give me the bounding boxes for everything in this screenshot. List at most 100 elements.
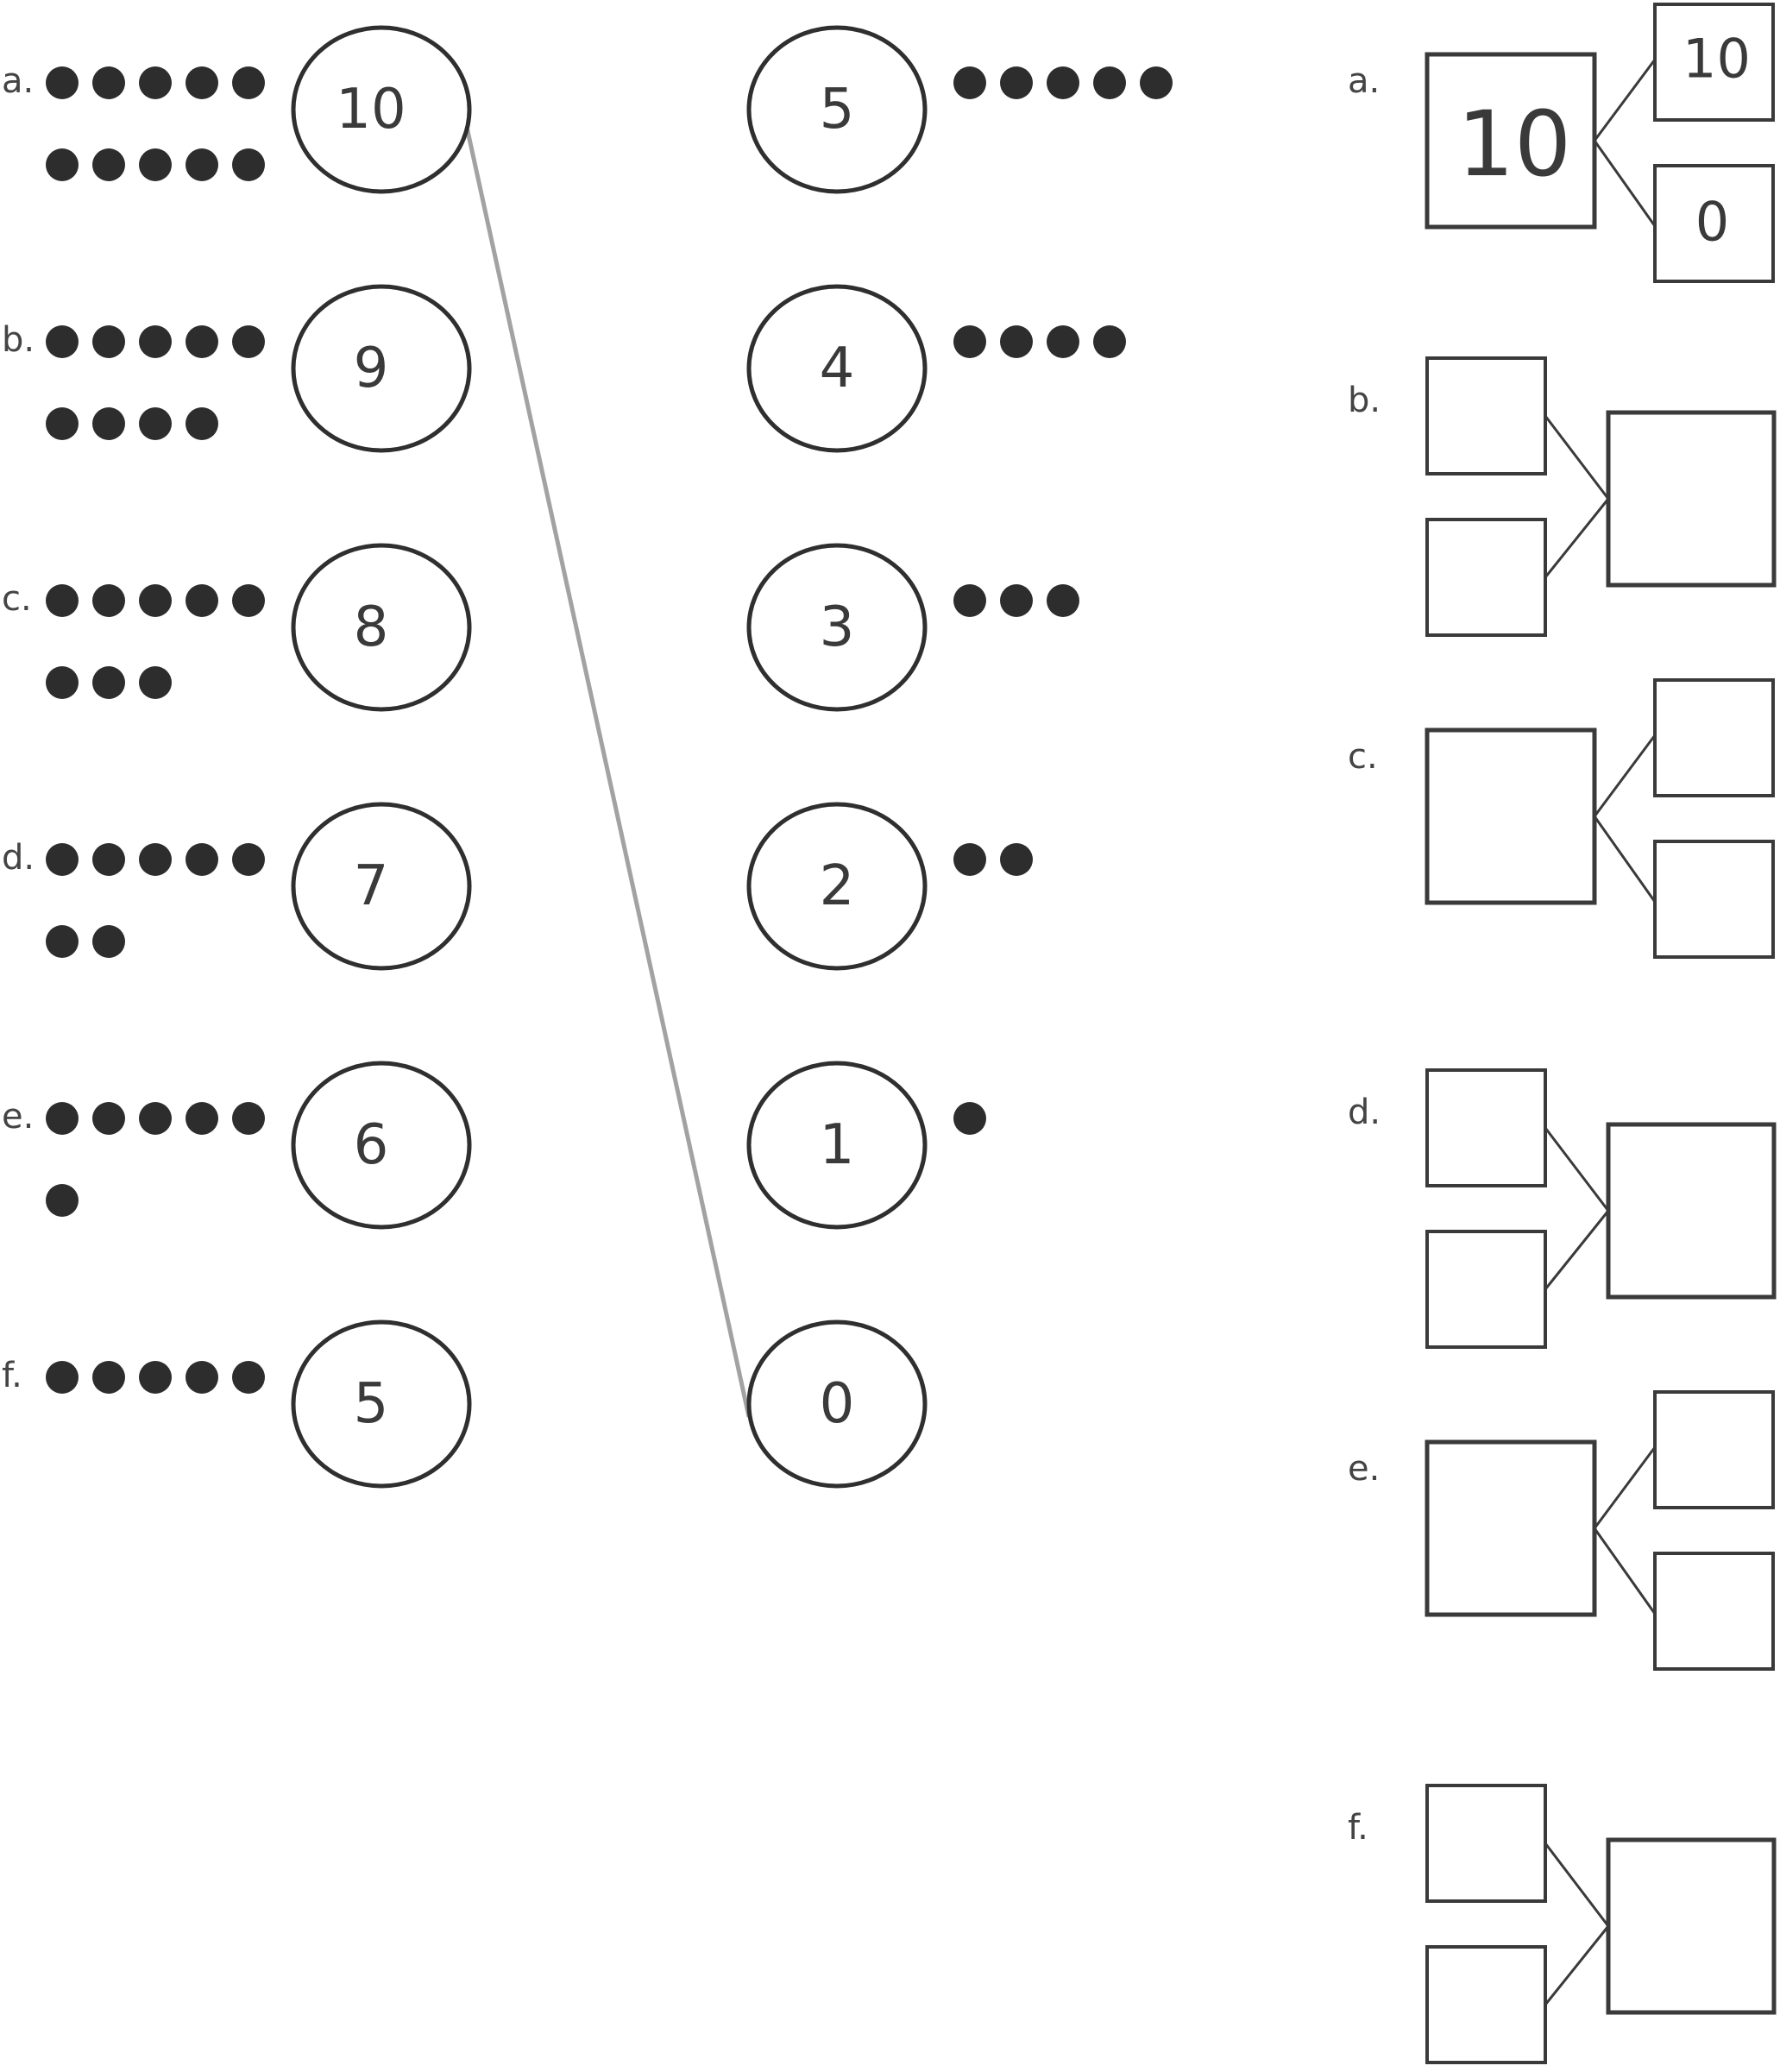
- number-oval[interactable]: [746, 543, 928, 712]
- counter-dot: [1140, 66, 1173, 99]
- middle-item[interactable]: 5: [746, 25, 1173, 194]
- counter-dot: [92, 325, 125, 358]
- part-box[interactable]: [1653, 1552, 1775, 1671]
- number-oval[interactable]: [746, 1319, 928, 1489]
- number-oval[interactable]: [746, 802, 928, 971]
- bond-branch: [1593, 1527, 1657, 1615]
- counter-dot: [46, 325, 79, 358]
- part-box[interactable]: [1425, 1784, 1547, 1903]
- bond-branch: [1544, 415, 1610, 500]
- left-item[interactable]: d.7: [2, 802, 472, 971]
- counter-dot: [46, 66, 79, 99]
- oval-number: 4: [820, 337, 855, 400]
- part-box[interactable]: [1653, 678, 1775, 797]
- counter-dot: [92, 1361, 125, 1394]
- counter-dot: [139, 148, 172, 181]
- bond-branch: [1593, 816, 1657, 903]
- oval-number: 7: [354, 854, 389, 918]
- counter-dot: [953, 584, 986, 617]
- bond-label: d.: [1348, 1093, 1381, 1132]
- oval-number: 6: [354, 1113, 389, 1177]
- bond-label: b.: [1348, 381, 1381, 420]
- part-box[interactable]: [1653, 1390, 1775, 1509]
- counter-dot: [46, 925, 79, 958]
- counter-dot: [232, 325, 265, 358]
- whole-box[interactable]: [1425, 727, 1597, 905]
- number-oval[interactable]: [291, 1319, 472, 1489]
- counter-dot: [92, 1102, 125, 1135]
- counter-dot: [92, 407, 125, 440]
- counter-dot: [139, 1361, 172, 1394]
- left-item[interactable]: e.6: [2, 1061, 472, 1230]
- counter-dot: [1047, 584, 1079, 617]
- middle-item[interactable]: 1: [746, 1061, 986, 1230]
- part-value: 10: [1683, 28, 1751, 91]
- left-item[interactable]: b.9: [2, 284, 472, 453]
- part-box[interactable]: [1425, 1230, 1547, 1349]
- counter-dot: [1093, 325, 1126, 358]
- middle-item[interactable]: 4: [746, 284, 1126, 453]
- counter-dot: [186, 1102, 218, 1135]
- counter-dot: [232, 1102, 265, 1135]
- matching-lines: [464, 126, 752, 1418]
- number-oval[interactable]: [746, 284, 928, 453]
- number-bond: e.: [1348, 1390, 1775, 1671]
- part-box[interactable]: [1425, 356, 1547, 475]
- counter-dot: [46, 148, 79, 181]
- part-box[interactable]: [1653, 3, 1775, 122]
- counter-dot: [186, 66, 218, 99]
- whole-box[interactable]: [1425, 1439, 1597, 1617]
- bond-branch: [1593, 1446, 1657, 1529]
- counter-dot: [46, 1184, 79, 1217]
- counter-dot: [953, 1102, 986, 1135]
- counter-dot: [186, 1361, 218, 1394]
- counter-dot: [232, 66, 265, 99]
- part-box[interactable]: [1653, 840, 1775, 959]
- bond-branch: [1544, 1210, 1610, 1290]
- part-box[interactable]: [1425, 1945, 1547, 2064]
- counter-dot: [139, 325, 172, 358]
- left-item[interactable]: a.10: [2, 25, 472, 194]
- counter-dot: [186, 584, 218, 617]
- number-oval[interactable]: [291, 1061, 472, 1230]
- oval-number: 10: [336, 78, 406, 142]
- middle-item[interactable]: 2: [746, 802, 1033, 971]
- counter-dot: [232, 843, 265, 876]
- middle-item[interactable]: 0: [746, 1319, 928, 1489]
- number-oval[interactable]: [291, 802, 472, 971]
- counter-dot: [1047, 66, 1079, 99]
- whole-box[interactable]: [1425, 52, 1597, 230]
- counter-dot: [953, 325, 986, 358]
- oval-number: 5: [820, 78, 855, 142]
- counter-dot: [46, 1361, 79, 1394]
- counter-dot: [232, 148, 265, 181]
- counter-dot: [46, 1102, 79, 1135]
- counter-dot: [186, 148, 218, 181]
- whole-box[interactable]: [1606, 1837, 1777, 2015]
- counter-dot: [92, 925, 125, 958]
- whole-box[interactable]: [1606, 410, 1777, 588]
- whole-box[interactable]: [1606, 1122, 1777, 1300]
- number-bond: b.: [1348, 356, 1777, 637]
- part-box[interactable]: [1653, 164, 1775, 283]
- left-item[interactable]: c.8: [2, 543, 472, 712]
- match-line: [464, 126, 752, 1418]
- bond-branch: [1593, 140, 1657, 227]
- number-oval[interactable]: [291, 543, 472, 712]
- number-oval[interactable]: [746, 25, 928, 194]
- counter-dot: [46, 843, 79, 876]
- number-oval[interactable]: [746, 1061, 928, 1230]
- counter-dot: [139, 843, 172, 876]
- counter-dot: [953, 843, 986, 876]
- part-box[interactable]: [1425, 1068, 1547, 1187]
- bond-branch: [1593, 734, 1657, 817]
- number-oval[interactable]: [291, 25, 472, 194]
- number-oval[interactable]: [291, 284, 472, 453]
- counter-dot: [92, 66, 125, 99]
- whole-value: 10: [1457, 91, 1571, 197]
- left-item[interactable]: f.5: [2, 1319, 472, 1489]
- part-box[interactable]: [1425, 518, 1547, 637]
- middle-item[interactable]: 3: [746, 543, 1079, 712]
